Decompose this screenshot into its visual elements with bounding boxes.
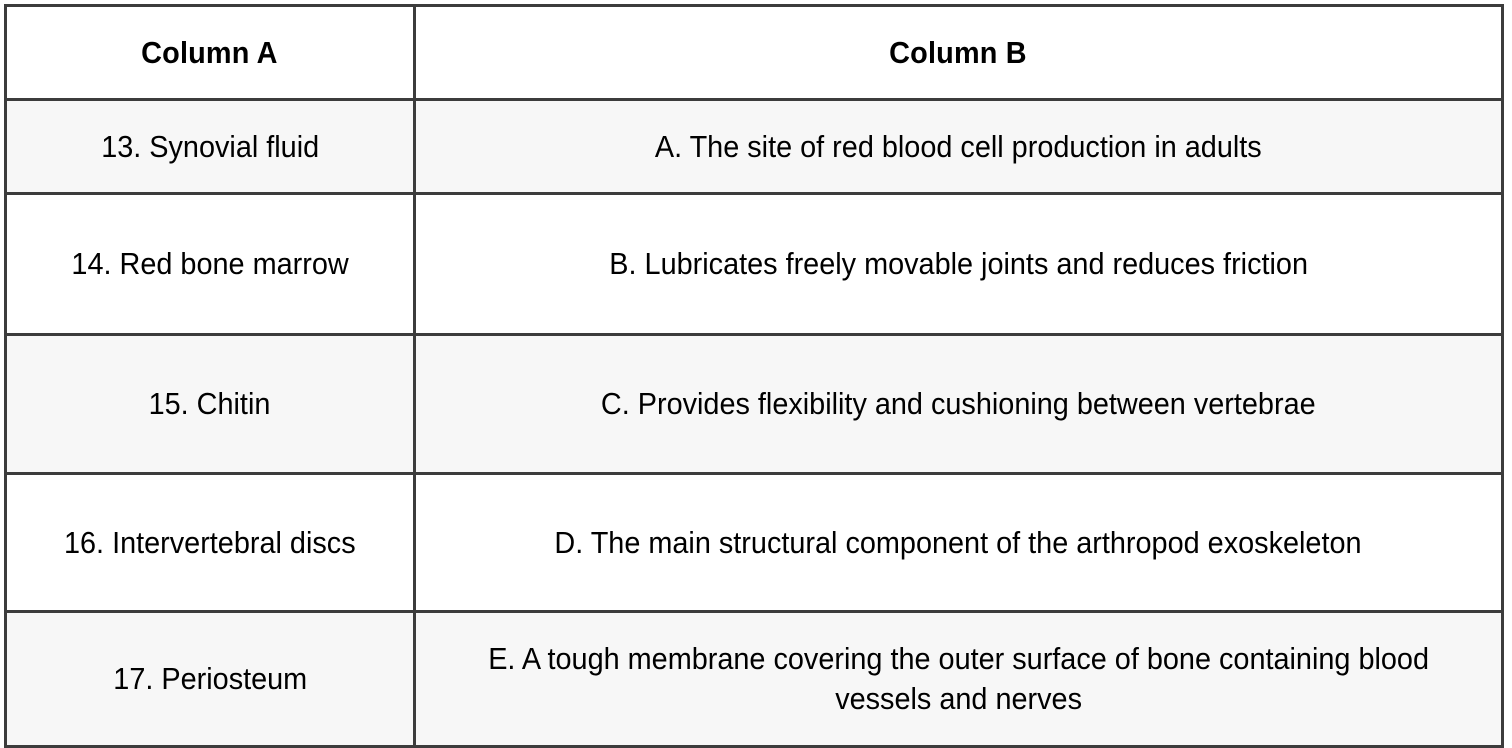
table-row: 16. Intervertebral discs D. The main str… xyxy=(4,472,1505,613)
column-b-header: Column B xyxy=(412,4,1505,101)
row-4-column-b-cell: D. The main structural component of the … xyxy=(412,472,1505,613)
row-4-definition: D. The main structural component of the … xyxy=(554,524,1362,560)
row-3-column-a-cell: 15. Chitin xyxy=(4,333,416,475)
column-b-header-label: Column B xyxy=(889,34,1028,70)
row-3-definition: C. Provides flexibility and cushioning b… xyxy=(601,386,1316,422)
row-1-column-b-cell: A. The site of red blood cell production… xyxy=(412,98,1505,195)
header-row: Column A Column B xyxy=(4,4,1505,101)
column-a-header-label: Column A xyxy=(141,34,279,70)
row-5-column-a-cell: 17. Periosteum xyxy=(4,610,416,748)
row-4-term: 16. Intervertebral discs xyxy=(64,524,356,560)
row-3-column-b-cell: C. Provides flexibility and cushioning b… xyxy=(412,333,1505,475)
table-header: Column A Column B xyxy=(4,4,1505,101)
row-4-column-a-cell: 16. Intervertebral discs xyxy=(4,472,416,613)
row-1-definition: A. The site of red blood cell production… xyxy=(654,128,1262,164)
table-row: 15. Chitin C. Provides flexibility and c… xyxy=(4,333,1505,475)
table-row: 13. Synovial fluid A. The site of red bl… xyxy=(4,98,1505,195)
table-row: 17. Periosteum E. A tough membrane cover… xyxy=(4,610,1505,748)
row-3-term: 15. Chitin xyxy=(149,386,271,422)
row-1-column-a-cell: 13. Synovial fluid xyxy=(4,98,416,195)
table-row: 14. Red bone marrow B. Lubricates freely… xyxy=(4,192,1505,336)
row-1-term: 13. Synovial fluid xyxy=(100,128,319,164)
table-body: 13. Synovial fluid A. The site of red bl… xyxy=(4,98,1505,748)
row-5-term: 17. Periosteum xyxy=(112,661,307,697)
matching-table: Column A Column B 13. Synovial fluid A. … xyxy=(4,4,1505,748)
column-a-header: Column A xyxy=(4,4,416,101)
row-5-definition: E. A tough membrane covering the outer s… xyxy=(488,641,1429,716)
row-2-column-a-cell: 14. Red bone marrow xyxy=(4,192,416,336)
row-5-column-b-cell: E. A tough membrane covering the outer s… xyxy=(412,610,1505,748)
row-2-term: 14. Red bone marrow xyxy=(71,246,349,282)
row-2-column-b-cell: B. Lubricates freely movable joints and … xyxy=(412,192,1505,336)
row-2-definition: B. Lubricates freely movable joints and … xyxy=(609,246,1308,282)
